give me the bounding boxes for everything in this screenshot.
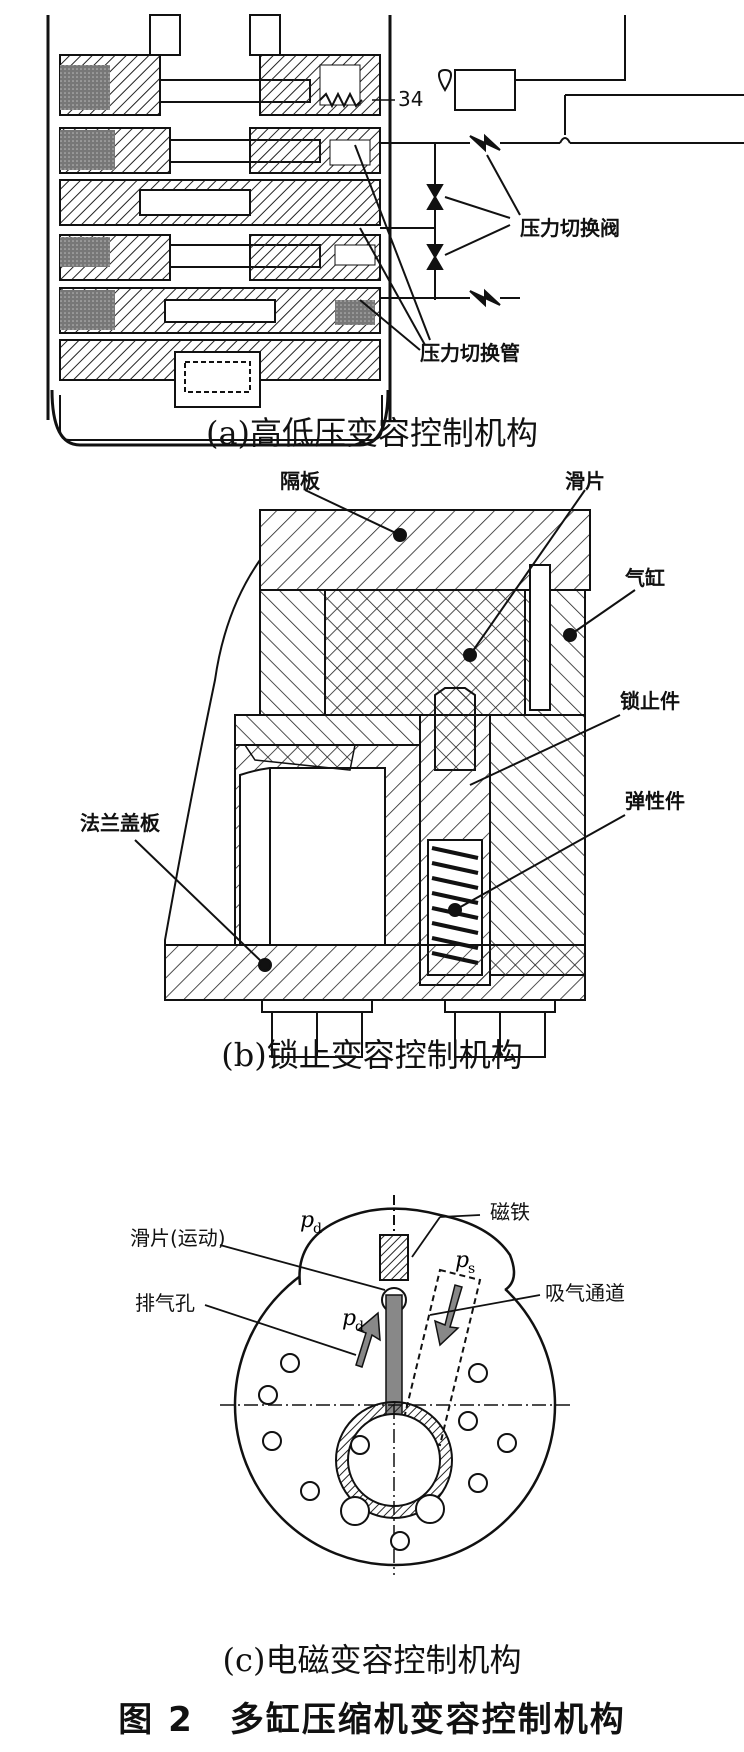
label-cylinder: 气缸 [624, 566, 665, 590]
suction-arrow-icon [433, 1284, 463, 1347]
caption-a: (a)高低压变容控制机构 [205, 414, 539, 452]
cylinder-stack [59, 54, 381, 408]
panel-b-drawing: 隔板 滑片 气缸 锁止件 弹性件 法兰盖板 [80, 470, 685, 1058]
panel-b: 隔板 滑片 气缸 锁止件 弹性件 法兰盖板 (b)锁止变容控制机构 [0, 470, 744, 1195]
magnet [379, 1234, 409, 1281]
caption-c: (c)电磁变容控制机构 [222, 1641, 522, 1679]
label-spring-piece: 弹性件 [625, 789, 685, 813]
bolt-heads [261, 999, 556, 1058]
label-ps-sub: s [468, 1261, 475, 1277]
panel-a: 34 压力切换阀 压力切换管 (a)高低压变容控制机构 [0, 0, 744, 470]
label-pd-top: p [300, 1208, 314, 1233]
label-ps: p [455, 1248, 469, 1273]
panel-a-drawing: 34 压力切换阀 压力切换管 [46, 14, 744, 447]
vane-slot [529, 564, 551, 711]
partition-plate [259, 509, 591, 591]
caption-b: (b)锁止变容控制机构 [221, 1036, 523, 1074]
label-lock-piece: 锁止件 [620, 689, 680, 713]
label-vane-moving: 滑片(运动) [130, 1226, 226, 1250]
bolt-holes [258, 1353, 517, 1551]
label-suction-channel: 吸气通道 [545, 1281, 625, 1305]
panel-c-drawing: 磁铁 滑片(运动) 排气孔 吸气通道 p d p d p s [130, 1195, 625, 1575]
coil-icon [438, 68, 452, 92]
pressure-pipes [380, 94, 744, 300]
label-vane: 滑片 [565, 470, 605, 493]
label-pressure-switch-pipe: 压力切换管 [420, 341, 520, 365]
figure-caption: 图 2 多缸压缩机变容控制机构 [118, 1700, 626, 1740]
flange-cover-plate [164, 944, 586, 1001]
label-exhaust-port: 排气孔 [135, 1291, 195, 1315]
pressure-switch-valves [426, 133, 501, 308]
spring-icon [319, 91, 363, 109]
label-34: 34 [398, 87, 423, 111]
label-pd-top-sub: d [313, 1221, 322, 1237]
vane-block [324, 589, 526, 716]
label-pd-mid-sub: d [355, 1319, 364, 1335]
label-magnet: 磁铁 [490, 1200, 530, 1224]
label-pressure-switch-valve: 压力切换阀 [520, 216, 620, 240]
label-pd-mid: p [342, 1306, 356, 1331]
label-flange-cover: 法兰盖板 [80, 811, 161, 835]
panel-c: 磁铁 滑片(运动) 排气孔 吸气通道 p d p d p s (c)电磁变容控制… [0, 1195, 744, 1752]
label-partition: 隔板 [280, 470, 321, 493]
exhaust-arrow-icon [355, 1311, 381, 1368]
